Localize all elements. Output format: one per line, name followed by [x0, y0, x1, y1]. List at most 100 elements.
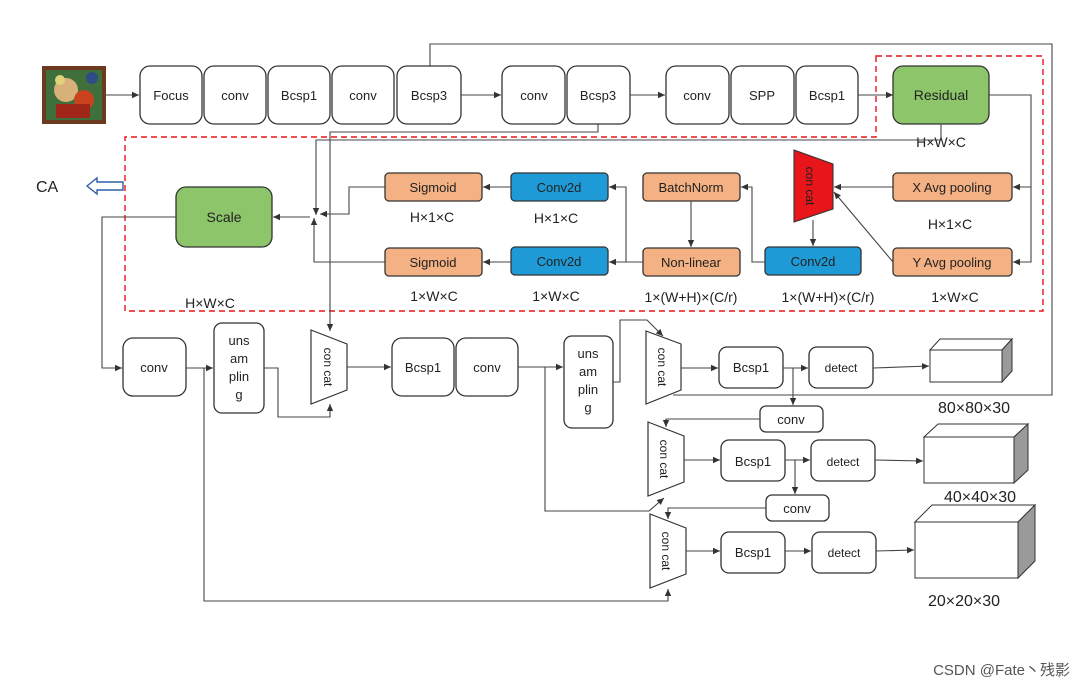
scale-dim: H×W×C	[185, 295, 235, 311]
head-concat-2: con cat	[647, 421, 685, 497]
conv-label: conv	[683, 88, 711, 103]
neck-bcsp1: Bcsp1	[391, 337, 455, 397]
bcsp1-label: Bcsp1	[735, 454, 771, 469]
head-concat-3-label: con cat	[659, 532, 673, 571]
focus-node: Focus	[139, 65, 203, 125]
conv-label: conv	[783, 501, 811, 516]
head-concat-2-label: con cat	[657, 440, 671, 479]
conv2d-mid-dim: 1×(W+H)×(C/r)	[782, 289, 875, 305]
output-dim-3: 20×20×30	[928, 593, 1000, 610]
conv2d-bot-label: Conv2d	[537, 254, 582, 269]
sigmoid-top-label: Sigmoid	[410, 180, 457, 195]
ca-concat-node: con cat	[793, 149, 834, 223]
nonlinear-label: Non-linear	[661, 255, 722, 270]
residual-label: Residual	[914, 87, 968, 103]
conv-label: conv	[473, 360, 501, 375]
bcsp3-node-a: Bcsp3	[396, 65, 462, 125]
head-bcsp1-1: Bcsp1	[718, 346, 784, 389]
neck-conv-b: conv	[455, 337, 519, 397]
detect-label: detect	[827, 455, 860, 469]
detect-2: detect	[810, 439, 876, 482]
conv-label: conv	[777, 412, 805, 427]
conv-node-1: conv	[203, 65, 267, 125]
sigmoid-bot-dim: 1×W×C	[410, 288, 457, 304]
conv-label: conv	[520, 88, 548, 103]
residual-node: Residual	[892, 65, 990, 125]
output-dim-1: 80×80×30	[938, 400, 1010, 417]
conv-label: conv	[221, 88, 249, 103]
conv-node-2: conv	[331, 65, 395, 125]
ca-left-arrow-icon	[85, 176, 124, 196]
sigmoid-top-node: Sigmoid	[384, 172, 483, 202]
conv2d-mid-label: Conv2d	[791, 254, 836, 269]
head-concat-1-label: con cat	[655, 348, 669, 387]
output-cube-2	[922, 422, 1030, 485]
detect-1: detect	[808, 346, 874, 389]
conv2d-bot-node: Conv2d	[510, 246, 609, 276]
bcsp1-label: Bcsp1	[405, 360, 441, 375]
detect-3: detect	[811, 531, 877, 574]
bcsp1-node-a: Bcsp1	[267, 65, 331, 125]
head-conv-d: conv	[765, 494, 830, 522]
spp-node: SPP	[730, 65, 795, 125]
batchnorm-node: BatchNorm	[642, 172, 741, 202]
conv-node-3: conv	[501, 65, 566, 125]
bcsp3-label: Bcsp3	[580, 88, 616, 103]
batchnorm-label: BatchNorm	[658, 180, 723, 195]
nonlinear-dim: 1×(W+H)×(C/r)	[645, 289, 738, 305]
sigmoid-bot-label: Sigmoid	[410, 255, 457, 270]
neck-concat-a-label: con cat	[321, 348, 335, 387]
ca-concat-label: con cat	[803, 167, 817, 206]
sigmoid-top-dim: H×1×C	[410, 209, 454, 225]
bcsp1-label: Bcsp1	[735, 545, 771, 560]
ca-dashed-region	[124, 55, 1044, 312]
conv2d-mid-node: Conv2d	[764, 246, 862, 276]
head-concat-1: con cat	[645, 330, 682, 405]
conv-label: conv	[349, 88, 377, 103]
bcsp1-label: Bcsp1	[281, 88, 317, 103]
ca-title: CA	[36, 179, 59, 196]
y-avg-pooling-node: Y Avg pooling	[892, 247, 1013, 277]
residual-dim: H×W×C	[916, 134, 966, 150]
conv2d-top-label: Conv2d	[537, 180, 582, 195]
conv2d-top-node: Conv2d	[510, 172, 609, 202]
scale-node: Scale	[175, 186, 273, 248]
x-avg-pooling-node: X Avg pooling	[892, 172, 1013, 202]
sigmoid-bot-node: Sigmoid	[384, 247, 483, 277]
head-conv-c: conv	[759, 405, 824, 433]
detect-label: detect	[825, 361, 858, 375]
head-bcsp1-2: Bcsp1	[720, 439, 786, 482]
head-bcsp1-3: Bcsp1	[720, 531, 786, 574]
bcsp1-node-b: Bcsp1	[795, 65, 859, 125]
neck-concat-a: con cat	[310, 329, 348, 405]
x-pool-dim: H×1×C	[928, 216, 972, 232]
y-avg-pooling-label: Y Avg pooling	[912, 255, 991, 270]
x-avg-pooling-label: X Avg pooling	[912, 180, 991, 195]
conv-node-4: conv	[665, 65, 730, 125]
y-pool-dim: 1×W×C	[931, 289, 978, 305]
watermark-text: CSDN @Fate丶残影	[933, 662, 1070, 679]
conv-label: conv	[140, 360, 168, 375]
bcsp1-label: Bcsp1	[733, 360, 769, 375]
scale-label: Scale	[206, 209, 241, 225]
nonlinear-node: Non-linear	[642, 247, 741, 277]
output-dim-2: 40×40×30	[944, 489, 1016, 506]
spp-label: SPP	[749, 88, 775, 103]
output-cube-1	[928, 337, 1014, 384]
detect-label: detect	[828, 546, 861, 560]
head-concat-3: con cat	[649, 513, 687, 589]
conv2d-bot-dim: 1×W×C	[532, 288, 579, 304]
focus-label: Focus	[153, 88, 189, 103]
output-cube-3	[913, 503, 1037, 580]
conv2d-top-dim: H×1×C	[534, 210, 578, 226]
neck-conv-a: conv	[122, 337, 187, 397]
input-image-thumbnail	[42, 66, 106, 124]
bcsp1-label: Bcsp1	[809, 88, 845, 103]
bcsp3-label: Bcsp3	[411, 88, 447, 103]
bcsp3-node-b: Bcsp3	[566, 65, 631, 125]
